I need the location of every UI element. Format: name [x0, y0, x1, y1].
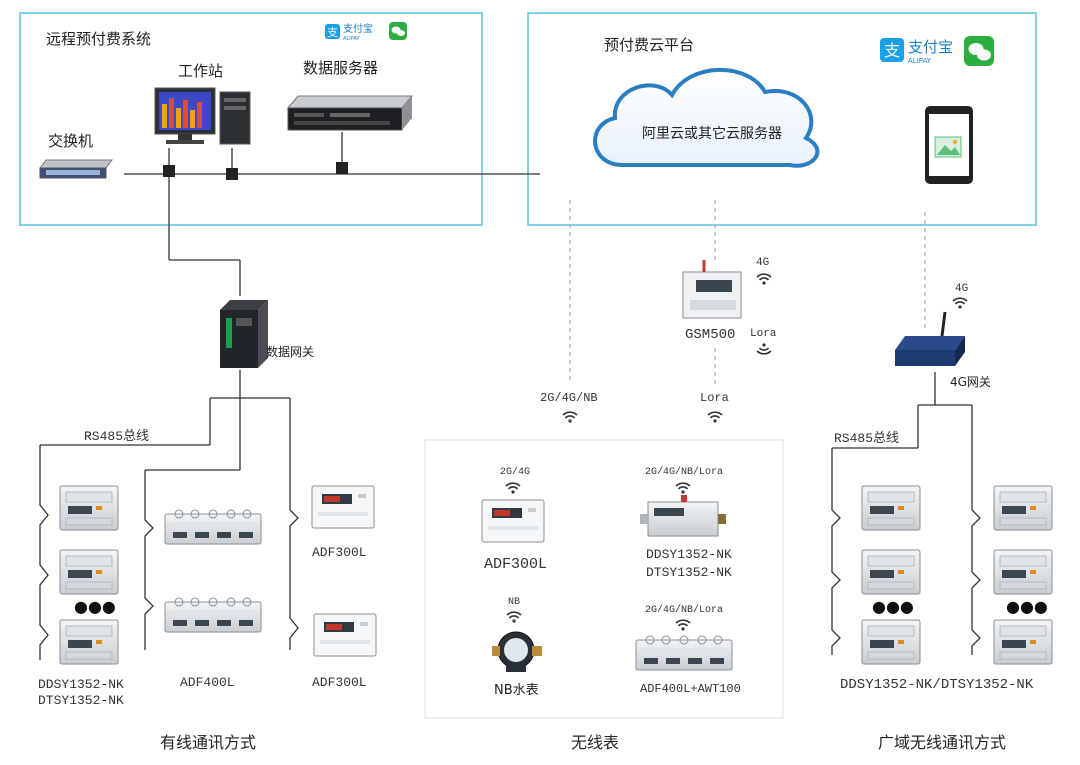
wifi-icon — [675, 619, 691, 632]
wifi-icon — [756, 273, 772, 286]
data-server-label: 数据服务器 — [303, 59, 378, 77]
switch-label: 交换机 — [48, 132, 93, 150]
gsm-4g-label: 4G — [756, 257, 769, 269]
adf400l-awt100-label: ADF400L+AWT100 — [640, 682, 741, 696]
workstation-icon — [154, 87, 251, 145]
adf300l-signal-label: 2G/4G — [500, 466, 530, 478]
adf300l-label-b: ADF300L — [312, 675, 367, 690]
data-server-icon — [286, 95, 414, 131]
data-gateway-label: 数据网关 — [266, 344, 314, 359]
rs485-label-left: RS485总线 — [84, 429, 149, 444]
cloud-server-icon — [593, 67, 820, 168]
left-system-box — [19, 12, 483, 226]
adf300l-label-a: ADF300L — [312, 545, 367, 560]
bus-line — [831, 448, 841, 655]
more-dots: ●●● — [1006, 597, 1048, 616]
svg-text:支: 支 — [327, 26, 338, 39]
workstation-label: 工作站 — [178, 62, 223, 80]
adf300l-wireless-label: ADF300L — [484, 556, 547, 573]
adf400l-meter-icon — [164, 597, 262, 633]
4g-gateway-icon — [895, 311, 965, 366]
bus-line — [971, 405, 981, 655]
svg-text:支: 支 — [884, 41, 900, 60]
ddsy-wireless-label-1: DDSY1352-NK — [646, 547, 732, 562]
ddsy-wireless-meter-icon — [640, 495, 726, 537]
adf400l-awt100-meter-icon — [635, 635, 733, 671]
ddsy-label-1: DDSY1352-NK — [38, 677, 124, 692]
section-title-wireless: 无线表 — [571, 733, 619, 752]
wechat-pay-icon-right — [964, 36, 994, 66]
wan-meter-label: DDSY1352-NK/DTSY1352-NK — [840, 677, 1034, 693]
more-dots: ●●● — [74, 597, 116, 616]
cloud-platform-title: 预付费云平台 — [604, 36, 694, 54]
cloud-label: 阿里云或其它云服务器 — [642, 125, 782, 142]
adf400l-label: ADF400L — [180, 675, 235, 690]
wifi-icon — [506, 611, 522, 624]
ddsy-meter-icon — [59, 485, 119, 531]
wifi-icon — [562, 411, 578, 424]
ddsy-signal-label: 2G/4G/NB/Lora — [645, 466, 723, 478]
svg-text:ALIPAY: ALIPAY — [343, 36, 360, 42]
alipay-logo-right: 支 支付宝 ALIPAY — [880, 38, 953, 65]
ddsy-meter-icon — [993, 619, 1053, 665]
nb-meter-label: NB水表 — [494, 683, 539, 698]
nb-water-meter-icon — [492, 631, 542, 672]
ddsy-meter-icon — [861, 485, 921, 531]
section-title-wan: 广域无线通讯方式 — [878, 733, 1006, 752]
svg-text:支付宝: 支付宝 — [343, 22, 373, 35]
alipay-logo-left: 支 支付宝 ALIPAY — [325, 22, 373, 42]
wifi-icon — [505, 482, 521, 495]
bus-line — [39, 445, 49, 660]
network-switch-icon — [39, 159, 113, 179]
ddsy-meter-icon — [861, 549, 921, 595]
wireless-meter-panel — [424, 439, 784, 719]
wireless-2g4gnb-label: 2G/4G/NB — [540, 391, 598, 405]
ddsy-meter-icon — [993, 549, 1053, 595]
ddsy-meter-icon — [59, 619, 119, 665]
adf300l-meter-icon — [311, 485, 375, 529]
ddsy-wireless-label-2: DTSY1352-NK — [646, 565, 732, 580]
svg-text:支付宝: 支付宝 — [908, 38, 953, 56]
bus-node — [226, 168, 238, 180]
tablet-icon — [925, 106, 973, 184]
gw-4g-signal-label: 4G — [955, 283, 968, 295]
data-gateway-icon — [220, 300, 268, 368]
adf300l-meter-icon — [481, 499, 545, 543]
nb-signal-label: NB — [508, 597, 520, 608]
wifi-icon — [756, 342, 772, 355]
adf400l-meter-icon — [164, 509, 262, 545]
more-dots: ●●● — [872, 597, 914, 616]
bus-node — [163, 165, 175, 177]
gsm-lora-label: Lora — [750, 328, 777, 340]
ddsy-label-2: DTSY1352-NK — [38, 693, 124, 708]
ddsy-meter-icon — [861, 619, 921, 665]
gsm500-label: GSM500 — [685, 327, 735, 343]
wifi-icon — [675, 482, 691, 495]
wifi-icon — [707, 411, 723, 424]
section-title-wired: 有线通讯方式 — [160, 733, 256, 752]
wifi-icon — [952, 297, 968, 310]
wechat-pay-icon-left — [389, 22, 407, 40]
gw-4g-label: 4G网关 — [950, 375, 991, 389]
left-system-title: 远程预付费系统 — [46, 30, 151, 48]
wireless-lora-label: Lora — [700, 391, 729, 405]
ddsy-meter-icon — [993, 485, 1053, 531]
gsm500-device-icon — [682, 260, 742, 319]
bus-node — [336, 162, 348, 174]
cloud-platform-box — [527, 12, 1037, 226]
bus-line — [289, 398, 299, 650]
bus-line — [144, 470, 154, 650]
svg-text:ALIPAY: ALIPAY — [908, 57, 932, 65]
rs485-label-right: RS485总线 — [834, 431, 899, 446]
adf300l-meter-icon — [313, 613, 377, 657]
adf400l-signal-label: 2G/4G/NB/Lora — [645, 604, 723, 616]
ddsy-meter-icon — [59, 549, 119, 595]
